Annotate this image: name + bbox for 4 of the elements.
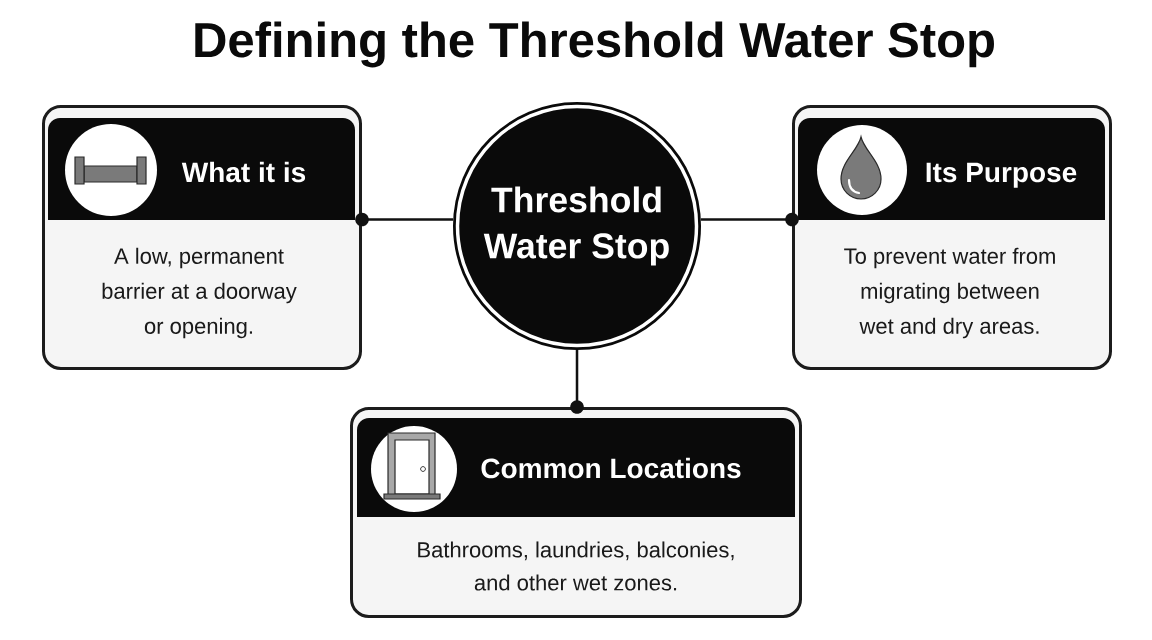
card-text: To prevent water from migrating between wet and dry areas. bbox=[844, 247, 1055, 339]
card-text: A low, permanent barrier at a doorway or opening. bbox=[102, 247, 297, 339]
card-text: Bathrooms, laundries, balconies, and other wet zones. bbox=[418, 541, 734, 591]
title: Defining the Threshold Water Stop bbox=[195, 21, 994, 68]
